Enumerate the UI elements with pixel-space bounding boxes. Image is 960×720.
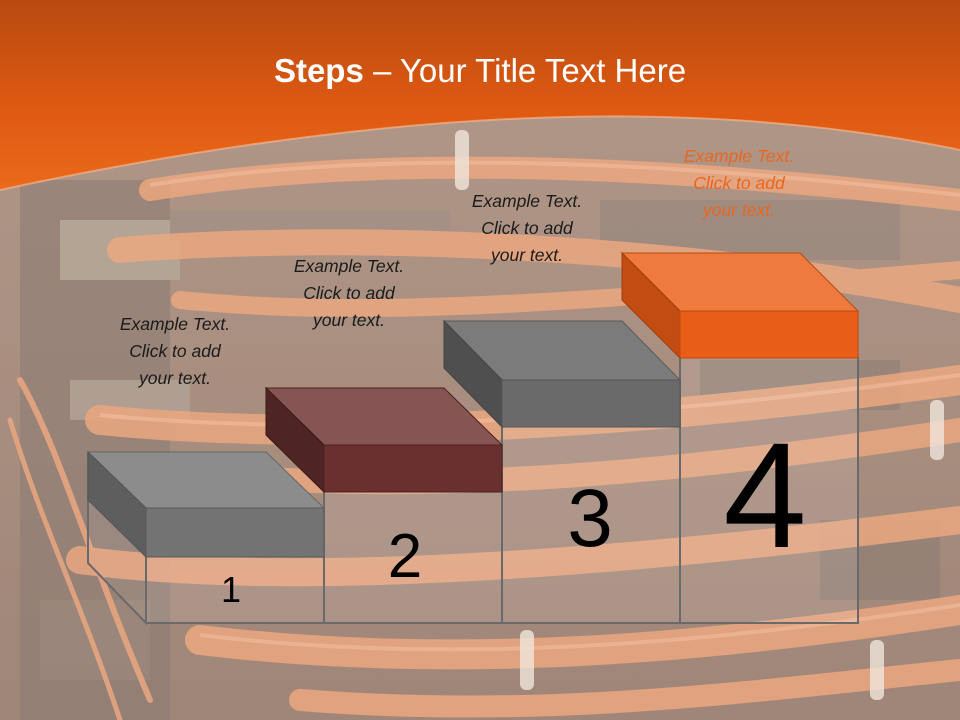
step-1-caption-line-2: Click to add bbox=[129, 341, 221, 361]
step-3-caption-line-3: your text. bbox=[491, 245, 563, 265]
step-3-block bbox=[442, 319, 682, 429]
step-4-column bbox=[679, 356, 859, 624]
step-3-number: 3 bbox=[567, 473, 613, 564]
step-4-number: 4 bbox=[723, 411, 807, 579]
step-2-block bbox=[264, 386, 504, 494]
step-2-number: 2 bbox=[387, 522, 423, 591]
step-4-caption[interactable]: Example Text. Click to add your text. bbox=[654, 143, 824, 224]
step-1-caption-line-3: your text. bbox=[139, 368, 211, 388]
step-4-caption-line-2: Click to add bbox=[693, 173, 785, 193]
step-3-column bbox=[501, 424, 681, 624]
step-3-caption[interactable]: Example Text. Click to add your text. bbox=[442, 188, 612, 269]
step-2-caption-line-3: your text. bbox=[313, 310, 385, 330]
title-rest: – Your Title Text Here bbox=[363, 52, 687, 89]
title-bold: Steps bbox=[273, 52, 364, 89]
step-4-block bbox=[620, 251, 860, 360]
step-2-caption[interactable]: Example Text. Click to add your text. bbox=[264, 253, 434, 334]
step-3-caption-line-2: Click to add bbox=[481, 218, 573, 238]
slide-title: Steps – Your Title Text Here bbox=[0, 52, 960, 90]
step-2-caption-line-2: Click to add bbox=[303, 283, 395, 303]
step-3-caption-line-1: Example Text. bbox=[471, 191, 583, 211]
step-1-block bbox=[86, 450, 326, 559]
step-1-caption-line-1: Example Text. bbox=[119, 314, 231, 334]
step-1-number: 1 bbox=[220, 569, 242, 610]
step-4-caption-line-1: Example Text. bbox=[683, 146, 795, 166]
step-2-caption-line-1: Example Text. bbox=[293, 256, 405, 276]
step-1-caption[interactable]: Example Text. Click to add your text. bbox=[90, 311, 260, 392]
step-4-caption-line-3: your text. bbox=[703, 200, 775, 220]
